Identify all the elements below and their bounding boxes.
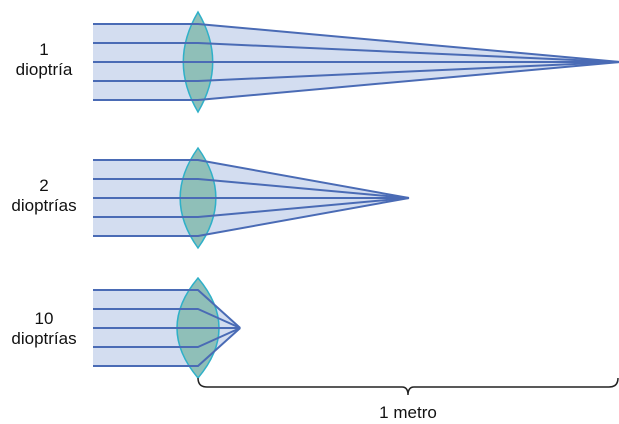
row3-label: 10 dioptrías [0, 309, 88, 349]
row3-ray-4 [93, 327, 241, 348]
scale-brace [197, 377, 619, 396]
row2-label-number: 2 [39, 176, 49, 195]
row2-ray-2 [93, 178, 410, 199]
row1-label: 1 dioptría [0, 40, 88, 80]
row3-ray-5 [93, 327, 241, 367]
row2-ray-4 [93, 197, 410, 218]
row1-label-unit: dioptría [15, 60, 73, 79]
row2-label-unit: dioptrías [11, 196, 77, 215]
row1-ray-5 [93, 61, 619, 101]
row3-ray-2 [93, 308, 241, 329]
row1-ray-4 [93, 61, 619, 82]
scale-label: 1 metro [379, 403, 437, 422]
row2-ray-5 [93, 197, 410, 237]
row1-ray-2 [93, 42, 619, 63]
row3-ray-1 [93, 289, 241, 329]
row2-label: 2 dioptrías [0, 176, 88, 216]
row1-ray-1 [93, 23, 619, 63]
row2-ray-1 [93, 159, 410, 199]
row3-label-number: 10 [34, 309, 54, 328]
row3-label-unit: dioptrías [11, 329, 77, 348]
row1-label-number: 1 [39, 40, 49, 59]
